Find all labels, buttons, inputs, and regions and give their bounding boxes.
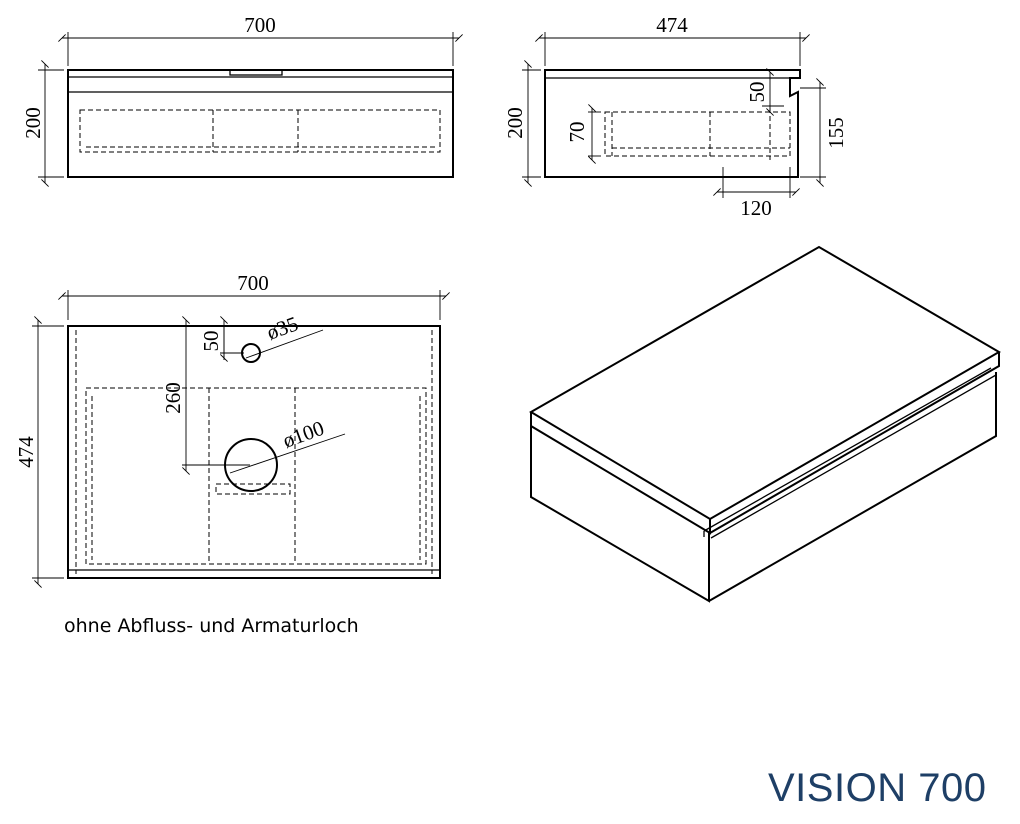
side-view: 474 200 70 50 155 120	[503, 13, 848, 220]
side-offset-height-label: 155	[824, 117, 848, 149]
isometric-view	[529, 245, 1001, 603]
top-view: 700 474 50 260 ø35 ø100	[14, 271, 450, 588]
side-offset-width-label: 120	[740, 196, 772, 220]
top-tap-offset-label: 50	[199, 331, 223, 352]
side-offset-top-label: 50	[745, 82, 769, 103]
front-height-label: 200	[21, 107, 45, 139]
side-depth-label: 474	[656, 13, 688, 37]
top-drain-diameter-label: ø100	[280, 416, 328, 453]
top-drain-offset-label: 260	[161, 382, 185, 414]
side-height-label: 200	[503, 107, 527, 139]
front-width-label: 700	[244, 13, 276, 37]
product-title: VISION 700	[768, 766, 987, 810]
note-text: ohne Abfluss- und Armaturloch	[64, 615, 359, 637]
top-width-label: 700	[237, 271, 269, 295]
front-view: 700 200	[21, 13, 463, 187]
top-depth-label: 474	[14, 436, 38, 468]
side-drawer-height-label: 70	[565, 122, 589, 143]
